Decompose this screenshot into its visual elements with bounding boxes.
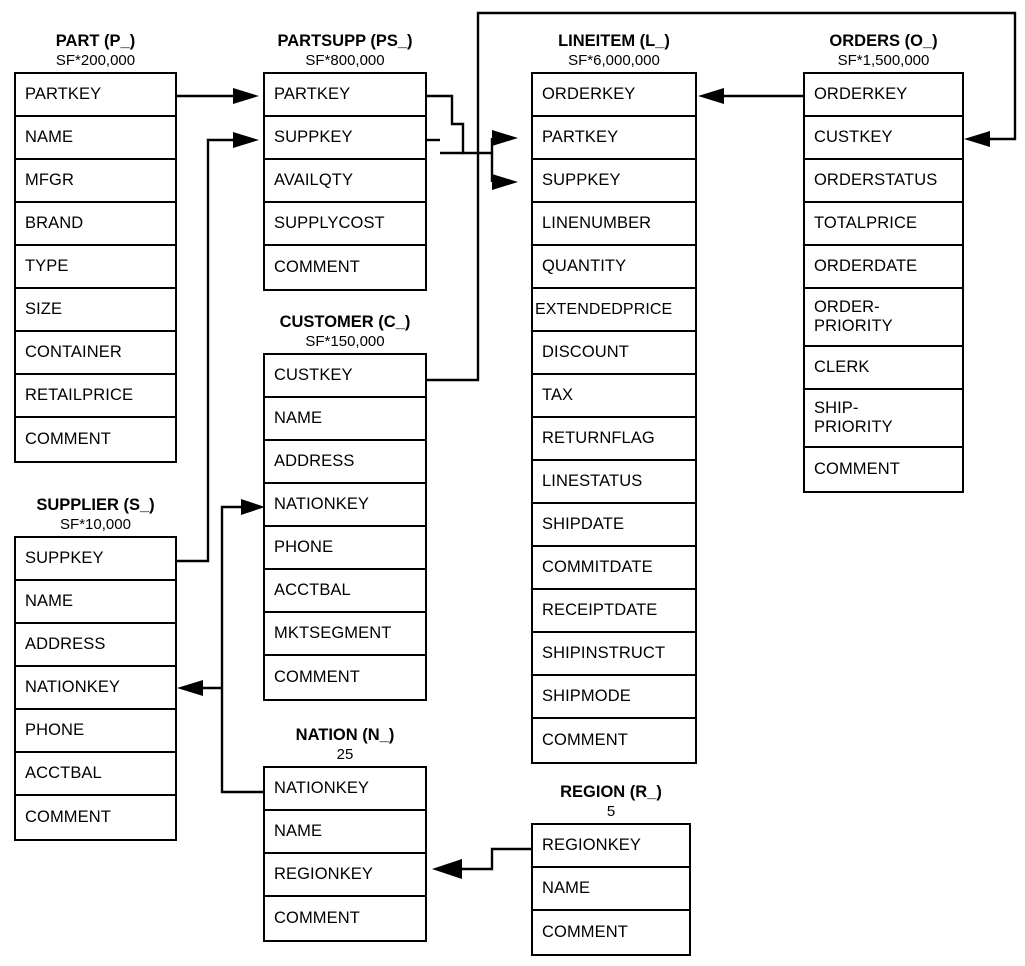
field-supplier-comment[interactable]: COMMENT xyxy=(16,796,175,839)
field-lineitem-receiptdate[interactable]: RECEIPTDATE xyxy=(533,590,695,633)
field-orders-orderpriority[interactable]: ORDER- PRIORITY xyxy=(805,289,962,347)
entity-orders-fields: ORDERKEY CUSTKEY ORDERSTATUS TOTALPRICE … xyxy=(803,72,964,493)
entity-region-title: REGION (R_) xyxy=(560,783,662,801)
field-supplier-phone[interactable]: PHONE xyxy=(16,710,175,753)
entity-partsupp-fields: PARTKEY SUPPKEY AVAILQTY SUPPLYCOST COMM… xyxy=(263,72,427,291)
entity-partsupp: PARTSUPP (PS_) SF*800,000 PARTKEY SUPPKE… xyxy=(263,31,427,291)
entity-part-title: PART (P_) xyxy=(55,32,136,50)
entity-lineitem: LINEITEM (L_) SF*6,000,000 ORDERKEY PART… xyxy=(531,31,697,764)
field-orders-comment[interactable]: COMMENT xyxy=(805,448,962,491)
field-region-comment[interactable]: COMMENT xyxy=(533,911,689,954)
field-lineitem-tax[interactable]: TAX xyxy=(533,375,695,418)
edge-part-partkey-to-partsupp-partkey xyxy=(177,88,259,104)
field-lineitem-discount[interactable]: DISCOUNT xyxy=(533,332,695,375)
entity-orders-cardinality: SF*1,500,000 xyxy=(837,52,930,69)
field-partsupp-supplycost[interactable]: SUPPLYCOST xyxy=(265,203,425,246)
entity-lineitem-cardinality: SF*6,000,000 xyxy=(568,52,660,69)
field-orders-custkey[interactable]: CUSTKEY xyxy=(805,117,962,160)
field-lineitem-comment[interactable]: COMMENT xyxy=(533,719,695,762)
field-lineitem-linenumber[interactable]: LINENUMBER xyxy=(533,203,695,246)
entity-lineitem-fields: ORDERKEY PARTKEY SUPPKEY LINENUMBER QUAN… xyxy=(531,72,697,764)
field-lineitem-extendedprice[interactable]: EXTENDEDPRICE xyxy=(533,289,695,332)
field-region-regionkey[interactable]: REGIONKEY xyxy=(533,825,689,868)
entity-orders-title: ORDERS (O_) xyxy=(829,32,938,50)
field-part-name[interactable]: NAME xyxy=(16,117,175,160)
field-customer-acctbal[interactable]: ACCTBAL xyxy=(265,570,425,613)
field-orders-orderstatus[interactable]: ORDERSTATUS xyxy=(805,160,962,203)
field-orders-clerk[interactable]: CLERK xyxy=(805,347,962,390)
field-lineitem-returnflag[interactable]: RETURNFLAG xyxy=(533,418,695,461)
field-lineitem-linestatus[interactable]: LINESTATUS xyxy=(533,461,695,504)
field-supplier-address[interactable]: ADDRESS xyxy=(16,624,175,667)
entity-supplier: SUPPLIER (S_) SF*10,000 SUPPKEY NAME ADD… xyxy=(14,495,177,841)
entity-supplier-cardinality: SF*10,000 xyxy=(60,516,131,533)
edge-partsupp-keys-to-lineitem-keys xyxy=(427,94,518,190)
field-partsupp-availqty[interactable]: AVAILQTY xyxy=(265,160,425,203)
entity-supplier-title: SUPPLIER (S_) xyxy=(36,496,155,514)
field-region-name[interactable]: NAME xyxy=(533,868,689,911)
edge-nation-nationkey-to-customer-and-supplier-nationkey xyxy=(177,499,265,794)
entity-region-fields: REGIONKEY NAME COMMENT xyxy=(531,823,691,956)
entity-part-cardinality: SF*200,000 xyxy=(55,52,136,69)
entity-partsupp-title: PARTSUPP (PS_) xyxy=(277,32,413,50)
entity-nation-cardinality: 25 xyxy=(336,746,354,763)
field-supplier-suppkey[interactable]: SUPPKEY xyxy=(16,538,175,581)
field-part-retailprice[interactable]: RETAILPRICE xyxy=(16,375,175,418)
field-part-container[interactable]: CONTAINER xyxy=(16,332,175,375)
entity-orders: ORDERS (O_) SF*1,500,000 ORDERKEY CUSTKE… xyxy=(803,31,964,493)
edge-orders-orderkey-to-lineitem-orderkey xyxy=(698,88,803,104)
field-customer-comment[interactable]: COMMENT xyxy=(265,656,425,699)
entity-region-cardinality: 5 xyxy=(606,803,616,820)
field-lineitem-suppkey[interactable]: SUPPKEY xyxy=(533,160,695,203)
field-lineitem-shipdate[interactable]: SHIPDATE xyxy=(533,504,695,547)
field-customer-nationkey[interactable]: NATIONKEY xyxy=(265,484,425,527)
field-part-brand[interactable]: BRAND xyxy=(16,203,175,246)
entity-supplier-fields: SUPPKEY NAME ADDRESS NATIONKEY PHONE ACC… xyxy=(14,536,177,841)
field-supplier-name[interactable]: NAME xyxy=(16,581,175,624)
field-nation-name[interactable]: NAME xyxy=(265,811,425,854)
field-part-partkey[interactable]: PARTKEY xyxy=(16,74,175,117)
field-customer-custkey[interactable]: CUSTKEY xyxy=(265,355,425,398)
entity-nation-title: NATION (N_) xyxy=(295,726,395,744)
field-part-comment[interactable]: COMMENT xyxy=(16,418,175,461)
entity-region: REGION (R_) 5 REGIONKEY NAME COMMENT xyxy=(531,782,691,956)
edge-supplier-suppkey-to-partsupp-suppkey xyxy=(177,132,259,563)
entity-part: PART (P_) SF*200,000 PARTKEY NAME MFGR B… xyxy=(14,31,177,463)
field-partsupp-suppkey[interactable]: SUPPKEY xyxy=(265,117,425,160)
field-partsupp-comment[interactable]: COMMENT xyxy=(265,246,425,289)
entity-customer-title: CUSTOMER (C_) xyxy=(279,313,411,331)
field-lineitem-commitdate[interactable]: COMMITDATE xyxy=(533,547,695,590)
field-partsupp-partkey[interactable]: PARTKEY xyxy=(265,74,425,117)
field-supplier-nationkey[interactable]: NATIONKEY xyxy=(16,667,175,710)
field-orders-orderkey[interactable]: ORDERKEY xyxy=(805,74,962,117)
entity-partsupp-cardinality: SF*800,000 xyxy=(305,52,385,69)
field-part-mfgr[interactable]: MFGR xyxy=(16,160,175,203)
entity-customer: CUSTOMER (C_) SF*150,000 CUSTKEY NAME AD… xyxy=(263,312,427,701)
entity-customer-fields: CUSTKEY NAME ADDRESS NATIONKEY PHONE ACC… xyxy=(263,353,427,701)
field-part-size[interactable]: SIZE xyxy=(16,289,175,332)
field-customer-name[interactable]: NAME xyxy=(265,398,425,441)
field-customer-mktsegment[interactable]: MKTSEGMENT xyxy=(265,613,425,656)
edge-region-regionkey-to-nation-regionkey xyxy=(432,847,531,879)
field-nation-regionkey[interactable]: REGIONKEY xyxy=(265,854,425,897)
entity-customer-cardinality: SF*150,000 xyxy=(305,333,385,350)
field-customer-address[interactable]: ADDRESS xyxy=(265,441,425,484)
entity-nation-fields: NATIONKEY NAME REGIONKEY COMMENT xyxy=(263,766,427,942)
entity-part-fields: PARTKEY NAME MFGR BRAND TYPE SIZE CONTAI… xyxy=(14,72,177,463)
field-lineitem-partkey[interactable]: PARTKEY xyxy=(533,117,695,160)
field-orders-shippriority[interactable]: SHIP- PRIORITY xyxy=(805,390,962,448)
field-lineitem-orderkey[interactable]: ORDERKEY xyxy=(533,74,695,117)
field-orders-totalprice[interactable]: TOTALPRICE xyxy=(805,203,962,246)
field-nation-nationkey[interactable]: NATIONKEY xyxy=(265,768,425,811)
entity-nation: NATION (N_) 25 NATIONKEY NAME REGIONKEY … xyxy=(263,725,427,942)
field-customer-phone[interactable]: PHONE xyxy=(265,527,425,570)
field-nation-comment[interactable]: COMMENT xyxy=(265,897,425,940)
field-supplier-acctbal[interactable]: ACCTBAL xyxy=(16,753,175,796)
field-orders-orderdate[interactable]: ORDERDATE xyxy=(805,246,962,289)
field-lineitem-quantity[interactable]: QUANTITY xyxy=(533,246,695,289)
field-lineitem-shipinstruct[interactable]: SHIPINSTRUCT xyxy=(533,633,695,676)
field-part-type[interactable]: TYPE xyxy=(16,246,175,289)
field-lineitem-shipmode[interactable]: SHIPMODE xyxy=(533,676,695,719)
entity-lineitem-title: LINEITEM (L_) xyxy=(558,32,670,50)
